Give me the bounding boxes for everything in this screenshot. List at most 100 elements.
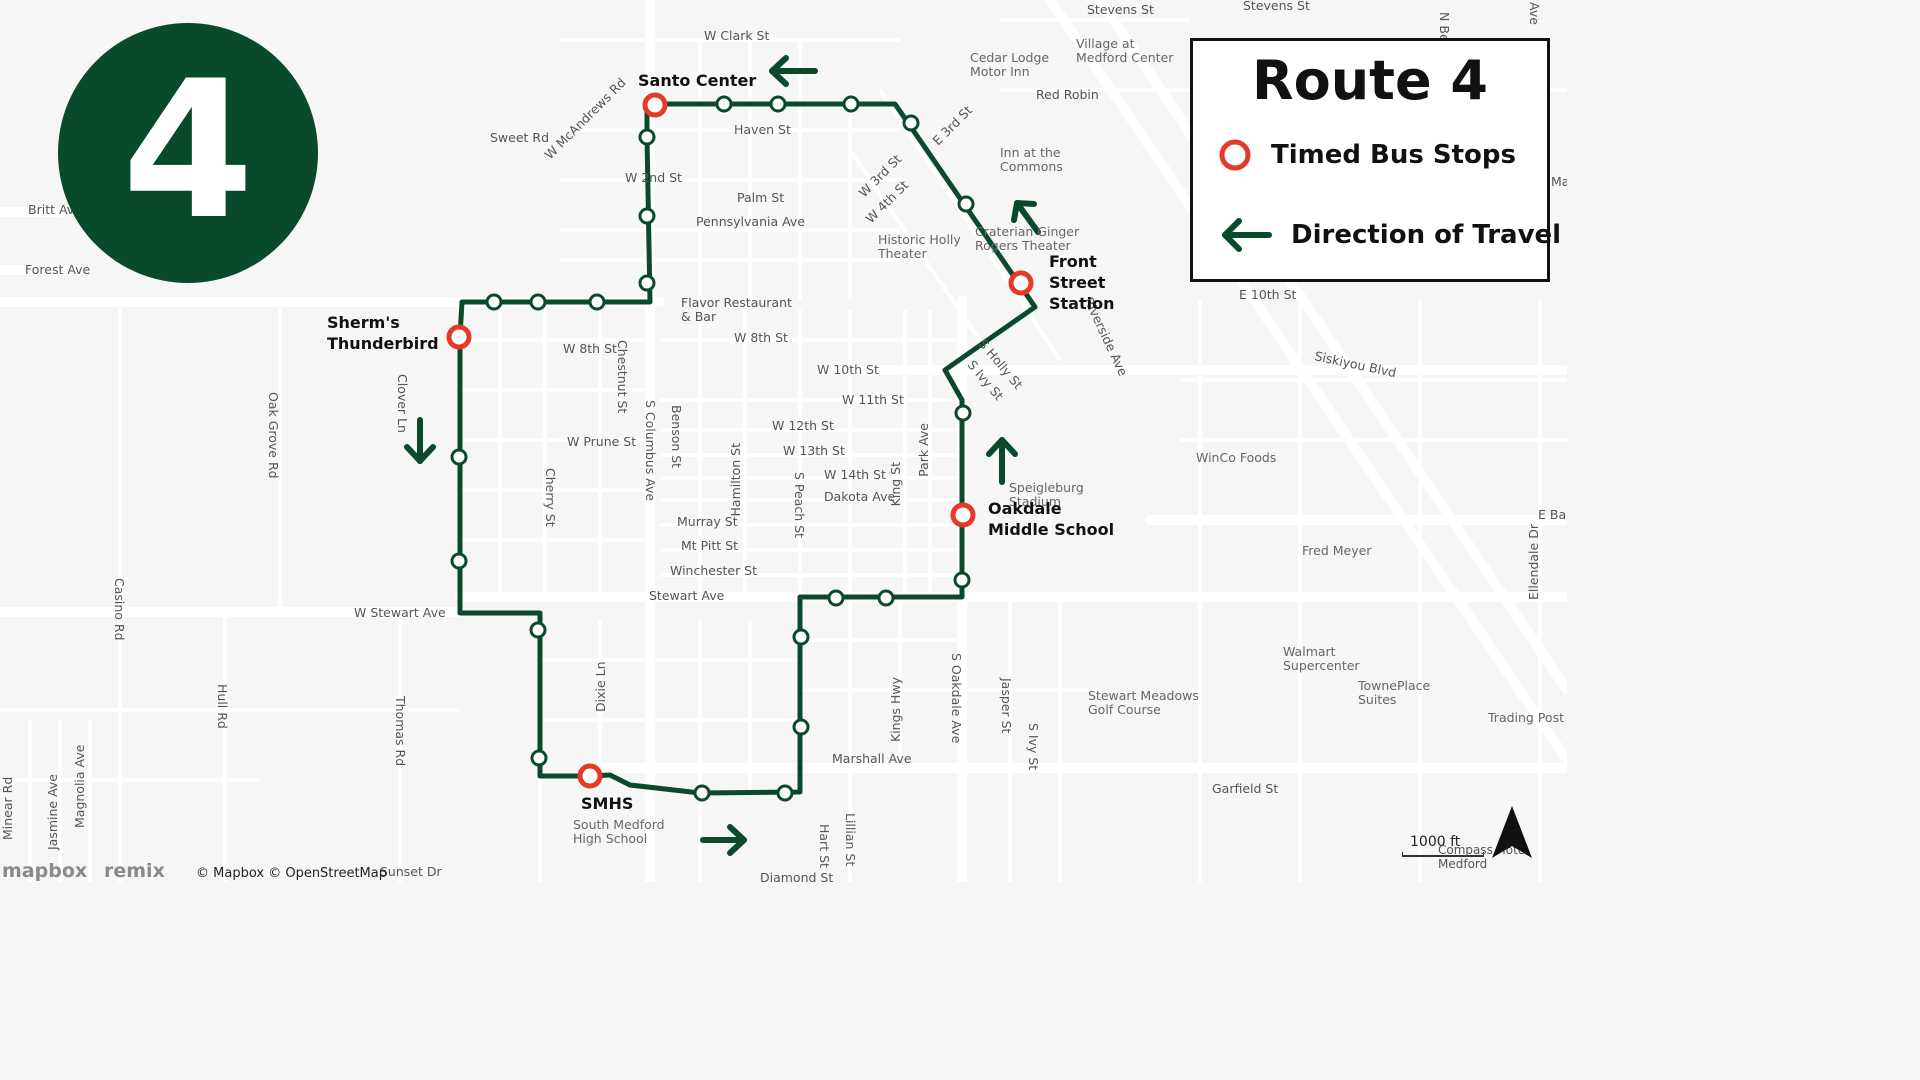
stop-label-smhs: SMHS xyxy=(581,794,633,813)
street-label: W Stewart Ave xyxy=(354,605,446,620)
regular-stop-icon[interactable] xyxy=(530,749,548,767)
regular-stop-icon[interactable] xyxy=(638,274,656,292)
street-label: Marshall Ave xyxy=(832,751,912,766)
street-label: Winchester St xyxy=(670,563,757,578)
direction-arrow-icon xyxy=(1222,218,1272,252)
legend-timed-stops-label: Timed Bus Stops xyxy=(1271,140,1516,170)
route-number: 4 xyxy=(121,40,255,261)
mapbox-logo-text: mapbox xyxy=(2,860,88,882)
regular-stop-icon[interactable] xyxy=(715,95,733,113)
regular-stop-icon[interactable] xyxy=(638,128,656,146)
direction-arrows xyxy=(404,55,1041,856)
legend-direction-label: Direction of Travel xyxy=(1291,220,1562,250)
street-label: W Clark St xyxy=(704,28,769,43)
regular-stop-icon[interactable] xyxy=(827,589,845,607)
street-label: W 11th St xyxy=(842,392,904,407)
direction-arrow-icon xyxy=(769,55,818,87)
street-label: Hamilton St xyxy=(728,443,743,517)
map-canvas[interactable]: W Clark St Sweet Rd W McAndrews Rd Haven… xyxy=(0,0,1567,882)
street-label: Hull Rd xyxy=(215,684,230,729)
direction-arrow-icon xyxy=(404,417,436,464)
street-label: Magnolia Ave xyxy=(72,744,87,828)
street-label: Thomas Rd xyxy=(393,695,408,766)
route-number-badge: 4 xyxy=(58,23,318,283)
poi-label: Trading Post xyxy=(1487,710,1564,725)
regular-stop-icon[interactable] xyxy=(450,448,468,466)
regular-stop-icon[interactable] xyxy=(842,95,860,113)
street-label: Ma xyxy=(1551,174,1567,189)
street-label: Diamond St xyxy=(760,870,833,882)
street-label: S Columbus Ave xyxy=(643,400,658,501)
street-label: Pennsylvania Ave xyxy=(696,214,805,229)
regular-stop-icon[interactable] xyxy=(792,628,810,646)
regular-stop-icon[interactable] xyxy=(485,293,503,311)
remix-logo[interactable]: remix xyxy=(104,860,165,882)
remix-logo-text: remix xyxy=(104,860,165,882)
street-label: W 2nd St xyxy=(625,170,682,185)
regular-stop-icon[interactable] xyxy=(529,621,547,639)
map-attribution[interactable]: © Mapbox © OpenStreetMap xyxy=(196,866,387,881)
regular-stop-icon[interactable] xyxy=(953,571,971,589)
scale-bar xyxy=(1402,852,1484,857)
minor-streets xyxy=(0,18,1567,882)
regular-stop-icon[interactable] xyxy=(792,718,810,736)
street-label: Dixie Ln xyxy=(593,661,608,712)
street-label: Stewart Ave xyxy=(649,588,725,603)
regular-stop-icon[interactable] xyxy=(693,784,711,802)
street-label: Park Ave xyxy=(916,423,931,477)
street-label: Forest Ave xyxy=(25,262,91,277)
street-label: Lillian St xyxy=(843,813,858,866)
regular-stop-icon[interactable] xyxy=(450,552,468,570)
timed-stop-smhs[interactable] xyxy=(577,763,603,789)
compass-north-arrow-icon xyxy=(1492,806,1532,858)
direction-arrow-icon xyxy=(700,824,747,856)
regular-stop-icon[interactable] xyxy=(588,293,606,311)
street-label: S Oakdale Ave xyxy=(949,653,964,744)
street-label: N Be xyxy=(1437,12,1452,42)
legend-row-timed-stops: Timed Bus Stops xyxy=(1217,137,1516,173)
regular-stop-icon[interactable] xyxy=(877,589,895,607)
regular-stop-icon[interactable] xyxy=(638,207,656,225)
street-label: Haven St xyxy=(734,122,791,137)
timed-stop-ring-icon xyxy=(1219,139,1251,171)
mapbox-logo[interactable]: mapbox xyxy=(2,860,87,882)
regular-stop-icon[interactable] xyxy=(902,114,920,132)
street-label: W Prune St xyxy=(567,434,636,449)
timed-stop-oakdale-middle-school[interactable] xyxy=(950,502,976,528)
timed-stop-sherms-thunderbird[interactable] xyxy=(446,324,472,350)
regular-stop-icon[interactable] xyxy=(954,404,972,422)
route-map: W Clark St Sweet Rd W McAndrews Rd Haven… xyxy=(0,0,1567,882)
street-label: S Ivy St xyxy=(1026,723,1041,770)
direction-arrow-icon xyxy=(986,437,1018,485)
street-label: Murray St xyxy=(677,514,738,529)
legend-row-direction: Direction of Travel xyxy=(1217,215,1561,255)
street-label: W 8th St xyxy=(563,341,617,356)
regular-stop-icon[interactable] xyxy=(776,784,794,802)
street-label: Oak Grove Rd xyxy=(266,392,281,479)
street-label: Minear Rd xyxy=(0,777,15,840)
regular-stop-icon[interactable] xyxy=(529,293,547,311)
street-label: Chestnut St xyxy=(615,340,630,413)
street-label: Sunset Dr xyxy=(380,864,442,879)
timed-stop-santo-center[interactable] xyxy=(642,92,668,118)
street-label: Dakota Ave xyxy=(824,489,895,504)
timed-stop-front-street-station[interactable] xyxy=(1008,270,1034,296)
regular-stop-icon[interactable] xyxy=(957,195,975,213)
street-label: Kings Hwy xyxy=(888,676,903,742)
street-label: Benson St xyxy=(669,405,684,468)
street-label: Palm St xyxy=(737,190,784,205)
regular-stop-icon[interactable] xyxy=(769,95,787,113)
street-label: Clover Ln xyxy=(395,374,410,433)
